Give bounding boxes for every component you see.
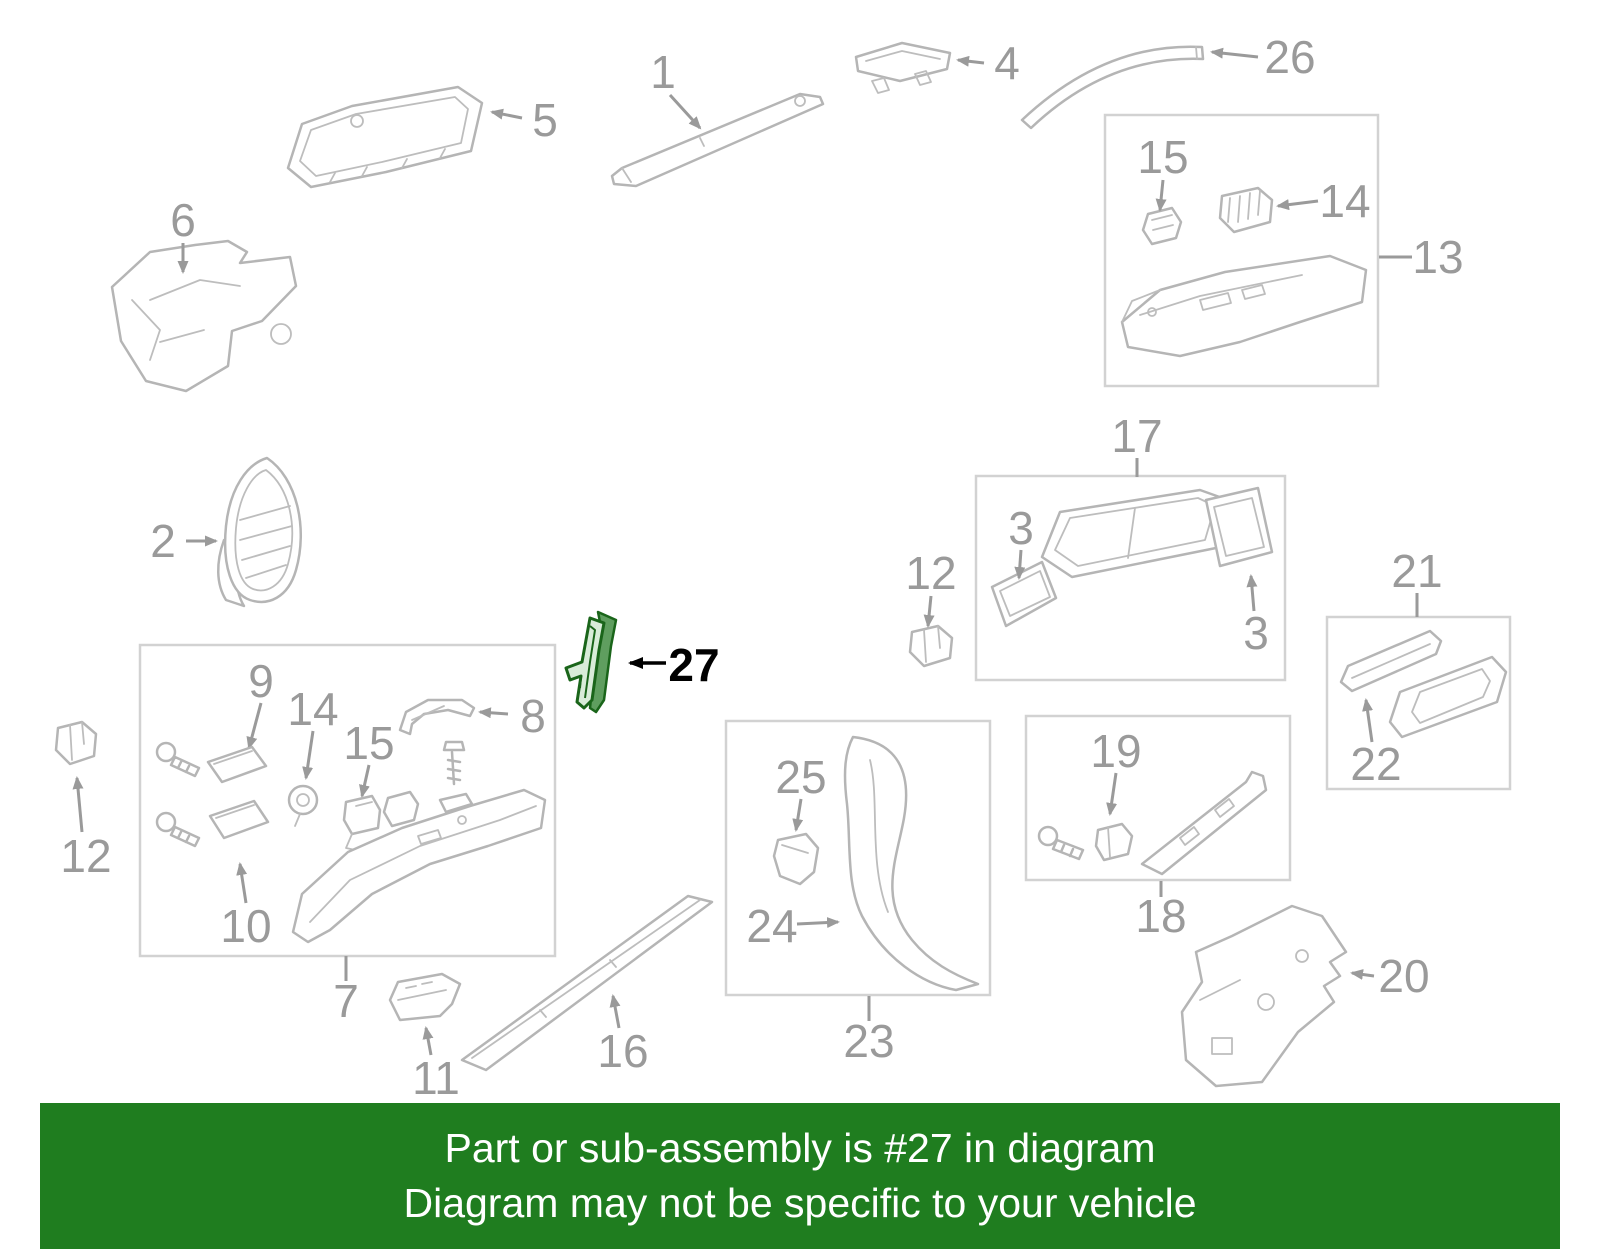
part-14-socket-drawing: [1218, 186, 1274, 234]
label-21: 21: [1391, 545, 1442, 597]
label-6: 6: [170, 194, 196, 246]
label-4: 4: [994, 37, 1020, 89]
leader-1: [668, 93, 702, 130]
label-8: 8: [520, 690, 546, 742]
leader-25: [792, 798, 804, 832]
leader-3-left: [1014, 549, 1026, 580]
label-23: 23: [843, 1015, 894, 1067]
part-10-pad-drawing: [208, 799, 270, 840]
box-17: [974, 474, 1287, 682]
part-3-right-vent-drawing: [1204, 486, 1274, 568]
part-15-bulb-drawing: [1141, 206, 1183, 246]
leader-8: [478, 707, 509, 719]
label-5: 5: [532, 94, 558, 146]
part-1-drawing: [610, 92, 825, 188]
label-11: 11: [412, 1052, 460, 1104]
label-25: 25: [775, 751, 826, 803]
label-16: 16: [597, 1025, 648, 1077]
label-12-left: 12: [60, 830, 111, 882]
leader-15-box13: [1155, 179, 1167, 212]
leader-11: [422, 1026, 434, 1056]
part-8-drawing: [398, 698, 476, 736]
highlight-banner: Part or sub-assembly is #27 in diagram D…: [40, 1103, 1560, 1249]
part-screw-drawing: [438, 740, 474, 814]
part-21-strip-drawing: [1339, 629, 1443, 693]
label-12-mid: 12: [905, 547, 956, 599]
part-17-bezel-drawing: [1040, 488, 1230, 579]
leader-4: [956, 55, 985, 67]
leader-16: [609, 994, 621, 1029]
leader-19: [1106, 772, 1118, 816]
label-22: 22: [1350, 738, 1401, 790]
label-14-box7: 14: [287, 683, 338, 735]
leader-12-mid: [923, 595, 935, 628]
leader-14-box13: [1276, 199, 1319, 211]
label-26: 26: [1264, 31, 1315, 83]
box-23: [724, 719, 992, 997]
leader-14-box7: [302, 730, 315, 780]
label-17: 17: [1111, 410, 1162, 462]
leader-12-left: [72, 776, 84, 833]
part-18-strip-drawing: [1140, 770, 1268, 876]
banner-line-1: Part or sub-assembly is #27 in diagram: [444, 1124, 1156, 1171]
part-6-drawing: [110, 239, 298, 393]
leader-10: [236, 862, 248, 904]
part-25-drawing: [772, 832, 820, 886]
part-13-housing-drawing: [1120, 254, 1368, 358]
label-20: 20: [1378, 950, 1429, 1002]
label-2: 2: [150, 515, 176, 567]
label-3-right: 3: [1243, 607, 1269, 659]
part-12-mid-drawing: [908, 624, 954, 668]
part-3-left-vent-drawing: [990, 560, 1058, 628]
part-15-sensor-drawing: [342, 790, 420, 852]
part-22-strip-drawing: [1388, 655, 1508, 739]
part-19-drawing: [1037, 822, 1134, 862]
label-15-box7: 15: [343, 717, 394, 769]
leader-9: [246, 702, 263, 750]
part-bolt-1-drawing: [155, 741, 201, 778]
label-27: 27: [668, 639, 719, 691]
part-2-drawing: [217, 456, 302, 608]
label-24: 24: [746, 900, 797, 952]
label-14-box13: 14: [1319, 175, 1370, 227]
part-20-drawing: [1180, 904, 1348, 1088]
part-26-drawing: [1020, 45, 1205, 130]
box-13: [1103, 113, 1380, 388]
label-15-box13: 15: [1137, 131, 1188, 183]
label-1: 1: [650, 46, 676, 98]
label-18: 18: [1135, 890, 1186, 942]
label-10: 10: [220, 900, 271, 952]
part-9-pad-drawing: [206, 745, 268, 784]
part-12-left-drawing: [54, 720, 98, 766]
part-16-drawing: [460, 894, 714, 1072]
label-9: 9: [248, 655, 274, 707]
part-11-drawing: [388, 972, 462, 1022]
leader-5: [490, 108, 523, 120]
label-13: 13: [1412, 231, 1463, 283]
leader-22: [1362, 698, 1374, 743]
part-bolt-2-drawing: [155, 811, 201, 848]
label-7: 7: [333, 975, 359, 1027]
label-3-left: 3: [1008, 502, 1034, 554]
leader-24: [796, 917, 840, 929]
part-23-panel-drawing: [843, 735, 980, 992]
label-19: 19: [1090, 725, 1141, 777]
part-4-drawing: [854, 41, 952, 94]
leader-26: [1210, 47, 1259, 59]
part-27-drawing-highlighted: [564, 610, 618, 714]
leader-3-right: [1246, 574, 1258, 612]
part-14-grommet-drawing: [287, 784, 319, 827]
leader-20: [1350, 969, 1375, 980]
part-5-drawing: [286, 85, 484, 189]
part-7-panel-drawing: [291, 788, 547, 944]
banner-line-2: Diagram may not be specific to your vehi…: [403, 1180, 1197, 1226]
box-18-19: [1024, 714, 1292, 882]
leader-15-box7: [359, 764, 371, 798]
